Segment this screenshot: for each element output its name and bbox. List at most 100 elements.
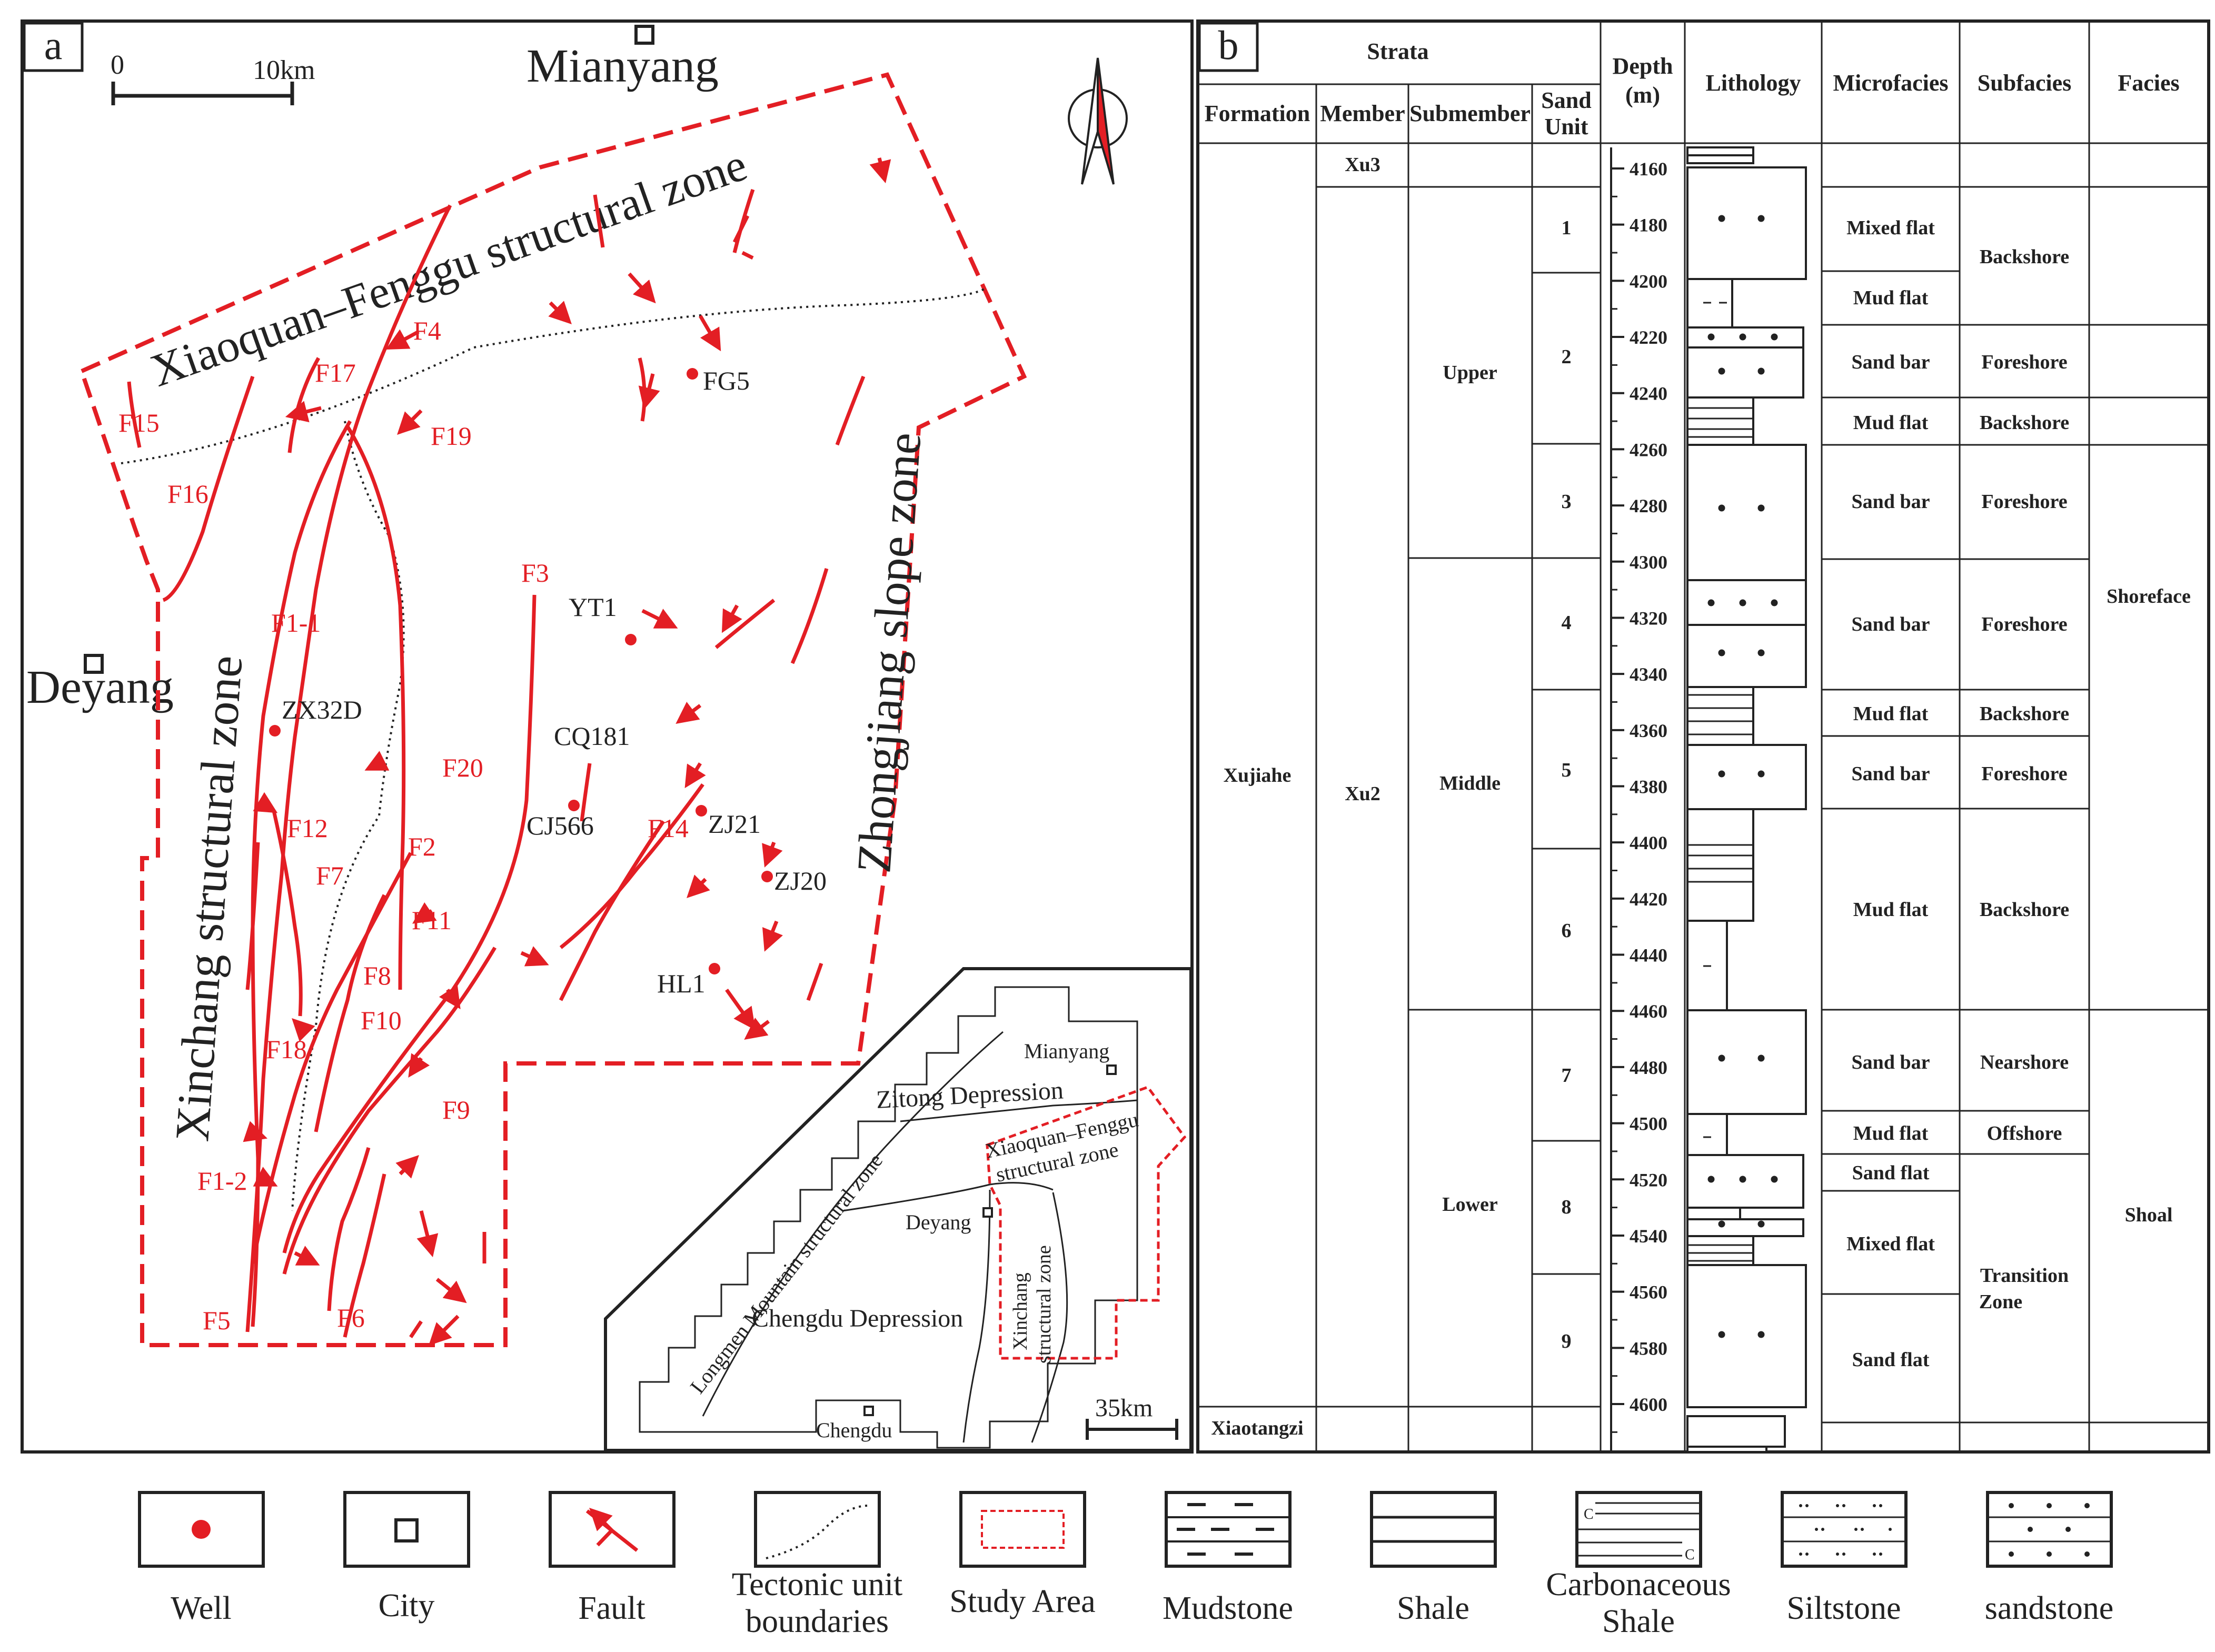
zone-label-zhongjiang: Zhongjiang slope zone [847, 431, 931, 874]
lith-sandstone-4a [1686, 579, 1807, 626]
lith-sandstone-2a [1686, 326, 1804, 349]
well-marker-yt1 [625, 634, 637, 645]
well-label-cj566: CJ566 [527, 811, 594, 840]
tectonic-boundary-north [121, 286, 988, 464]
sand-unit-8: 8 [1562, 1196, 1572, 1218]
lith-sandstone-7 [1686, 1009, 1807, 1115]
fault-label-f20: F20 [442, 753, 483, 782]
svg-text:Shale: Shale [1602, 1604, 1675, 1639]
submember-middle: Middle [1439, 772, 1501, 794]
svg-text:Shale: Shale [1397, 1590, 1469, 1626]
fault-label-f10: F10 [361, 1006, 402, 1035]
lith-sandstone-3 [1686, 444, 1807, 581]
depth-tick-label: 4560 [1630, 1282, 1667, 1303]
inset-map: Mianyang Deyang Chengdu Zitong Depressio… [604, 967, 1193, 1452]
lith-shale-2 [1686, 808, 1754, 922]
sub-12: Zone [1979, 1291, 2022, 1313]
depth-tick-label: 4220 [1630, 327, 1667, 348]
fault-label-f9: F9 [442, 1095, 470, 1124]
fault-label-f1-2: F1-2 [197, 1166, 247, 1196]
inset-city-marker-chengdu [863, 1406, 874, 1416]
legend-item-mudstone: Mudstone [1163, 1491, 1293, 1626]
panel-b-column: b [1196, 19, 2210, 1454]
fault-label-f16: F16 [167, 479, 208, 509]
lith-sandstone-8b [1686, 1218, 1804, 1237]
depth-tick-label: 4540 [1630, 1226, 1667, 1247]
depth-tick-label: 4300 [1630, 552, 1667, 573]
facies-shoreface: Shoreface [2107, 585, 2191, 608]
formation-xiaotangzi: Xiaotangzi [1211, 1417, 1303, 1439]
svg-text:Study Area: Study Area [949, 1584, 1095, 1619]
depth-tick-label: 4240 [1630, 383, 1667, 404]
lith-sandstone-4b [1686, 624, 1807, 688]
depth-tick-label: 4180 [1630, 215, 1667, 236]
legend-item-fault: Fault [549, 1491, 676, 1626]
sub-6: Backshore [1980, 703, 2069, 725]
sand-unit-7: 7 [1562, 1064, 1572, 1087]
scale-bar: 0 10km [111, 50, 315, 105]
inset-city-marker-deyang [982, 1207, 993, 1218]
svg-text:Well: Well [171, 1590, 232, 1626]
svg-text:C: C [1584, 1506, 1594, 1522]
sand-unit-1: 1 [1562, 217, 1572, 239]
depth-tick-label: 4260 [1630, 439, 1667, 460]
lith-sandstone-2b [1686, 346, 1804, 399]
svg-text:Fault: Fault [578, 1590, 645, 1626]
well-label-zj21: ZJ21 [708, 809, 761, 839]
fault-label-f18: F18 [266, 1034, 307, 1064]
lith-siltstone-8 [1686, 1207, 1741, 1220]
svg-text:C: C [1685, 1547, 1695, 1563]
zone-label-xinchang: Xinchang structural zone [165, 654, 252, 1143]
well-label-cq181: CQ181 [554, 721, 630, 751]
header-facies: Facies [2118, 70, 2179, 96]
micro-9: Mud flat [1853, 899, 1929, 921]
depth-tick-label: 4500 [1630, 1113, 1667, 1134]
depth-tick-label: 4580 [1630, 1338, 1667, 1359]
sub-7: Foreshore [1981, 763, 2067, 785]
depth-tick-label: 4160 [1630, 158, 1667, 180]
svg-text:City: City [379, 1588, 435, 1624]
panel-b-label-box [1198, 22, 1259, 72]
city-label-mianyang: Mianyang [527, 40, 719, 92]
sand-unit-5: 5 [1562, 759, 1572, 781]
fault-label-f3: F3 [521, 558, 549, 588]
well-label-hl1: HL1 [657, 969, 706, 998]
fault-label-f4: F4 [413, 316, 441, 345]
fault-label-f7: F7 [316, 861, 344, 890]
north-arrow-icon [1068, 57, 1128, 185]
legend-item-shale: Shale [1370, 1491, 1497, 1626]
sand-unit-2: 2 [1562, 346, 1572, 368]
micro-13: Mixed flat [1846, 1233, 1935, 1255]
fault-traces [127, 188, 866, 1338]
subfacies-cells: Backshore Foreshore Backshore Foreshore … [1979, 246, 2069, 1313]
svg-text:Carbonaceous: Carbonaceous [1546, 1567, 1731, 1603]
header-unit: Unit [1544, 114, 1588, 140]
micro-12: Sand flat [1852, 1162, 1930, 1184]
svg-text:Tectonic unit: Tectonic unit [732, 1567, 903, 1603]
legend: Well City Fault Tectonic unit boundaries… [138, 1491, 2113, 1639]
scale-distance: 10km [253, 55, 315, 85]
fault-labels: F15 F16 F17 F4 F19 F3 F1-1 F20 F12 F2 F7… [118, 316, 689, 1335]
micro-14: Sand flat [1852, 1349, 1930, 1371]
inset-city-marker-mianyang [1106, 1064, 1117, 1075]
depth-axis: 4160418042004220424042604280430043204340… [1610, 147, 1667, 1452]
well-label-zx32d: ZX32D [282, 695, 362, 724]
column-headers: Strata Formation Member Submember Sand U… [1205, 38, 2180, 140]
header-lithology: Lithology [1706, 70, 1801, 96]
lith-base [1686, 1446, 1767, 1453]
lith-sandstone-5 [1686, 744, 1807, 810]
legend-item-sandstone: sandstone [1985, 1491, 2113, 1626]
sub-9: Nearshore [1980, 1051, 2069, 1073]
depth-tick-label: 4460 [1630, 1001, 1667, 1022]
sub-5: Foreshore [1981, 613, 2067, 635]
svg-text:Siltstone: Siltstone [1786, 1590, 1901, 1626]
well-marker-fg5 [687, 368, 698, 380]
micro-1: Mixed flat [1846, 217, 1935, 239]
sub-11: Transition [1980, 1265, 2069, 1287]
inset-unit-xinchang: Xinchang [1009, 1272, 1031, 1350]
depth-tick-label: 4340 [1630, 664, 1667, 685]
sub-3: Backshore [1980, 412, 2069, 434]
legend-item-study-area: Study Area [949, 1491, 1096, 1619]
fault-label-f19: F19 [431, 421, 472, 451]
svg-text:Mudstone: Mudstone [1163, 1590, 1293, 1626]
